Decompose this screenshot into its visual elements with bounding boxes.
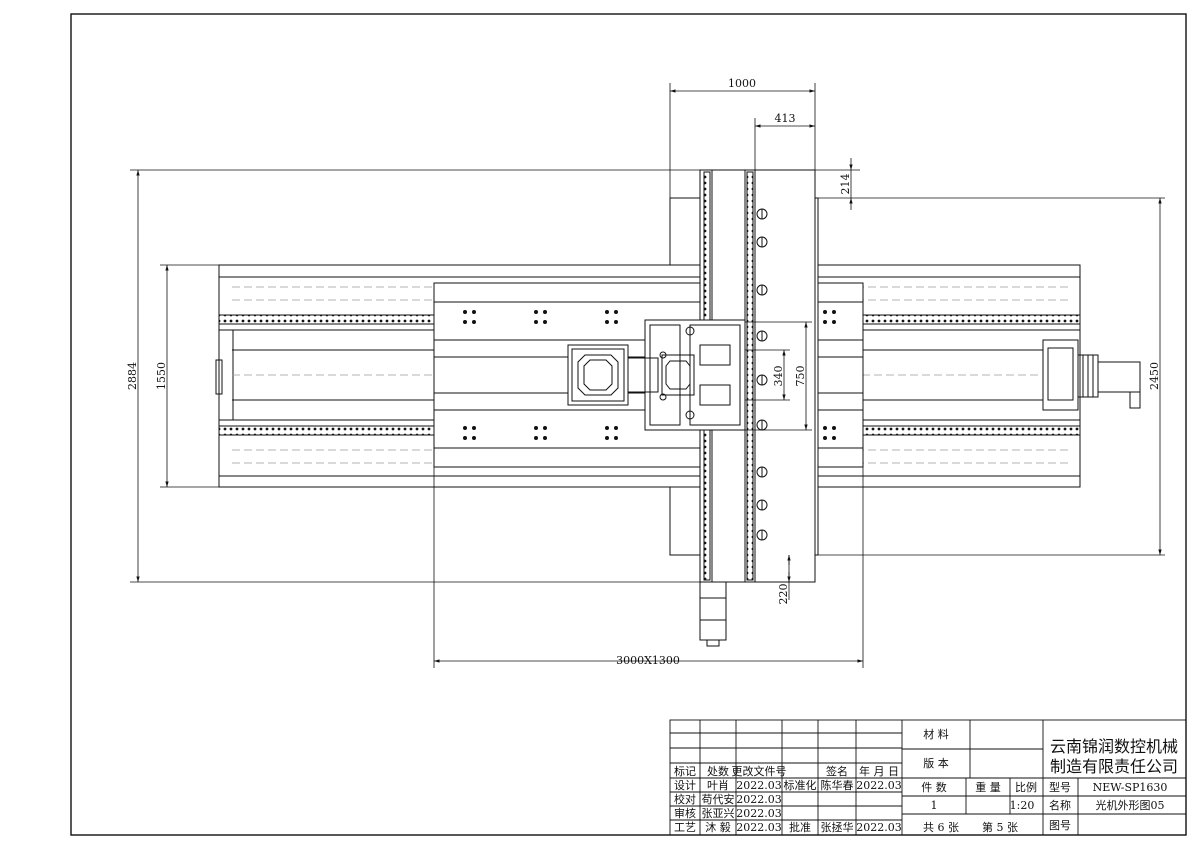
company-name-line2: 制造有限责任公司 (1050, 757, 1178, 776)
name-designer: 叶肖 (707, 778, 729, 792)
value-scale: 1:20 (1010, 799, 1035, 812)
header-date: 年 月 日 (859, 764, 899, 778)
role-process: 工艺 (674, 821, 696, 834)
dim-220: 220 (777, 584, 790, 605)
name-process-engineer: 沐 毅 (705, 820, 731, 834)
role-standardization: 标准化 (784, 778, 817, 792)
value-name: 光机外形图05 (1096, 798, 1165, 812)
gantry-bolt-holes (756, 208, 768, 541)
dim-750: 750 (794, 366, 807, 387)
dim-2450: 2450 (1148, 362, 1161, 390)
dim-1000: 1000 (728, 77, 756, 90)
x-axis-motor (1042, 339, 1141, 411)
dimension-labels: 1000 413 214 2884 1550 2450 340 750 220 … (126, 77, 1161, 667)
label-model: 型号 (1049, 780, 1071, 794)
company-name-line1: 云南锦润数控机械 (1050, 737, 1178, 756)
dim-2884: 2884 (126, 362, 139, 390)
sheets-current: 第 5 张 (982, 820, 1018, 834)
date-approve: 2022.03 (856, 821, 902, 834)
label-weight: 重 量 (975, 780, 1001, 794)
spindle-head (644, 319, 746, 431)
label-quantity: 件 数 (921, 781, 947, 794)
dim-413: 413 (775, 112, 796, 125)
value-model: NEW-SP1630 (1093, 781, 1168, 794)
name-reviewer: 张亚兴 (702, 807, 735, 820)
date-standardization: 2022.03 (856, 779, 902, 792)
date-design: 2022.03 (736, 779, 782, 792)
header-mark: 标记 (674, 764, 696, 778)
date-check: 2022.03 (736, 793, 782, 806)
rotary-table-head (567, 344, 695, 406)
drawing-frame (70, 13, 1187, 836)
title-block: 材 料 版 本 云南锦润数控机械 制造有限责任公司 标记 处数 更改文件号 签名… (669, 719, 1187, 836)
header-change-doc: 更改文件号 (732, 764, 787, 778)
date-process: 2022.03 (736, 821, 782, 834)
material-label: 材 料 (923, 727, 949, 741)
dim-table-size: 3000X1300 (616, 654, 680, 667)
label-drawing-number: 图号 (1049, 819, 1071, 832)
dim-340: 340 (772, 366, 785, 387)
date-review: 2022.03 (736, 807, 782, 820)
role-review: 审核 (674, 806, 696, 820)
name-standardizer: 陈华春 (821, 778, 854, 792)
role-check: 校对 (674, 792, 696, 806)
dimension-lines (130, 83, 1165, 668)
label-name: 名称 (1049, 798, 1071, 812)
role-design: 设计 (674, 779, 696, 792)
value-quantity: 1 (931, 799, 938, 812)
header-signature: 签名 (826, 764, 848, 778)
version-label: 版 本 (923, 756, 949, 770)
dim-1550: 1550 (155, 362, 168, 390)
label-scale: 比例 (1015, 780, 1037, 794)
dim-214: 214 (839, 174, 852, 195)
role-approve: 批准 (789, 820, 811, 834)
sheets-total: 共 6 张 (923, 821, 959, 834)
name-approver: 张拯华 (821, 820, 854, 834)
name-checker: 苟代安 (702, 792, 735, 806)
machine-drawing (215, 169, 1141, 647)
header-count: 处数 (707, 765, 729, 778)
